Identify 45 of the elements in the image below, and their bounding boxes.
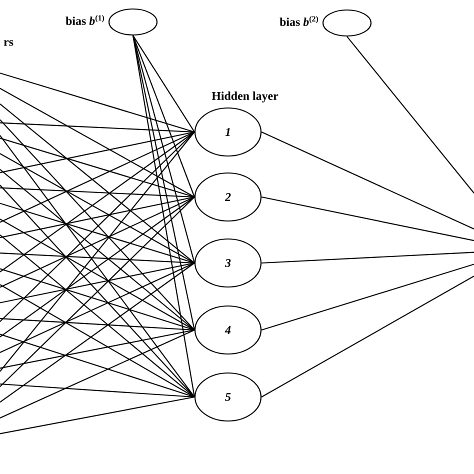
connection-line <box>0 334 195 398</box>
connection-line <box>0 131 195 174</box>
connection-line <box>0 329 195 369</box>
connection-line <box>0 138 195 198</box>
connection-line <box>132 35 195 198</box>
connection-line <box>0 330 195 418</box>
connection-line <box>0 122 194 133</box>
connection-line <box>0 132 195 223</box>
layer-label: rs <box>4 40 14 46</box>
connection-line <box>0 318 194 331</box>
connection-line <box>0 196 195 238</box>
connection-line <box>0 262 195 304</box>
connection-line <box>346 36 474 194</box>
connection-line <box>0 268 195 331</box>
bias-label: bias b$^{(2)}$ <box>280 16 318 26</box>
connection-line <box>261 132 474 230</box>
bias-circle <box>108 8 158 36</box>
connection-line <box>132 35 195 398</box>
connection-line <box>0 284 195 398</box>
bias-circle <box>322 9 372 37</box>
connection-line <box>0 153 195 264</box>
connection-line <box>0 168 195 330</box>
connection-line <box>0 262 195 403</box>
connection-line <box>0 196 195 288</box>
connection-line <box>0 262 195 353</box>
connection-line <box>0 187 194 198</box>
connection-line <box>261 276 474 398</box>
connection-line <box>0 88 195 198</box>
connection-line <box>0 396 195 434</box>
connection-line <box>0 104 195 264</box>
layer-label: Hidden layer <box>212 92 278 102</box>
connection-line <box>0 202 195 264</box>
connection-line <box>0 132 195 272</box>
bias-label: bias b$^{(1)}$ <box>66 15 104 25</box>
connection-line <box>262 252 474 264</box>
connection-line <box>132 35 195 132</box>
connection-line <box>261 196 474 242</box>
connection-line <box>0 252 194 264</box>
connection-line <box>0 196 195 338</box>
connection-line <box>0 234 195 398</box>
connection-line <box>132 35 195 264</box>
connection-line <box>261 264 474 331</box>
connection-line <box>0 218 195 330</box>
connection-line <box>0 72 195 133</box>
connection-line <box>0 383 194 398</box>
